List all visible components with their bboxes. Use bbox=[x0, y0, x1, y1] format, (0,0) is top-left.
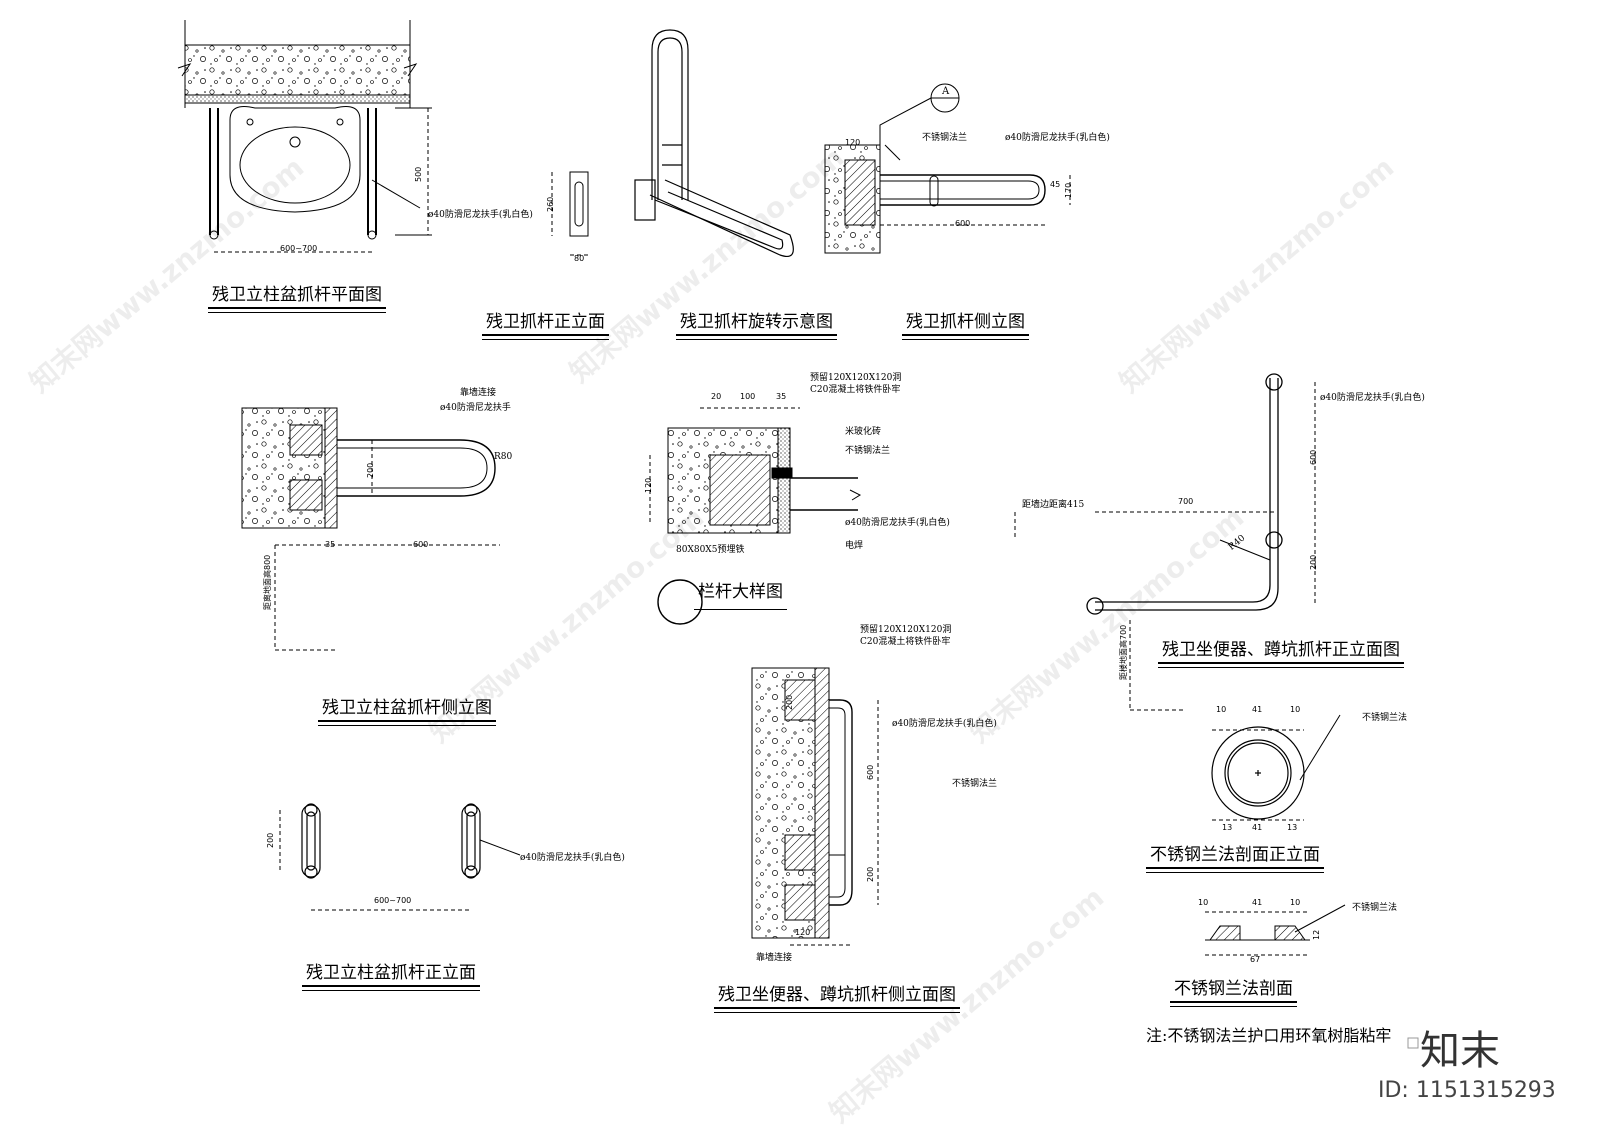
dim-200-toilet-side: 200 bbox=[866, 866, 875, 882]
label-flange-front: 不锈钢兰法 bbox=[1362, 713, 1408, 723]
title-railing-detail: 栏杆大样图 bbox=[694, 577, 787, 610]
dim-120-toilet-side: 120 bbox=[795, 928, 811, 937]
dim-35-basin: 35 bbox=[325, 540, 336, 549]
dim-700-toilet-front: 700 bbox=[1178, 497, 1194, 506]
dim-500: 500 bbox=[414, 166, 423, 182]
dim-120-rail: 120 bbox=[644, 477, 653, 493]
title-basin-front: 残卫立柱盆抓杆正立面 bbox=[302, 958, 480, 991]
title-front-elevation: 残卫抓杆正立面 bbox=[482, 307, 609, 340]
dim-67-section: 67 bbox=[1250, 955, 1261, 964]
title-flange-front: 不锈钢兰法剖面正立面 bbox=[1146, 840, 1324, 873]
label-embed: 80X80X5预埋铁 bbox=[676, 545, 745, 555]
dim-600-700-basin-front: 600~700 bbox=[374, 896, 412, 905]
label-handrail-toilet-front: ø40防滑尼龙扶手(乳白色) bbox=[1320, 393, 1425, 403]
dim-170: 170 bbox=[1064, 182, 1073, 198]
dim-100-rail: 100 bbox=[740, 392, 756, 401]
label-c20-toilet: C20混凝土将铁件卧牢 bbox=[860, 637, 951, 647]
label-handrail-toilet-side: ø40防滑尼龙扶手(乳白色) bbox=[892, 719, 997, 729]
dim-200-basin-front: 200 bbox=[266, 832, 275, 848]
flange-front-drawing bbox=[1211, 714, 1341, 821]
title-toilet-side: 残卫坐便器、蹲坑抓杆侧立面图 bbox=[714, 980, 960, 1013]
dim-600-700-plan: 600~700 bbox=[280, 244, 318, 253]
label-mosaic: 米玻化砖 bbox=[845, 427, 882, 437]
brand-logo bbox=[1407, 1037, 1419, 1049]
toilet-front-drawing bbox=[1014, 373, 1316, 711]
dim-600-side: 600 bbox=[955, 219, 971, 228]
dim-20-rail: 20 bbox=[711, 392, 722, 401]
dim-41-section: 41 bbox=[1252, 898, 1263, 907]
side-elevation-drawing bbox=[824, 83, 1071, 254]
title-toilet-front: 残卫坐便器、蹲坑抓杆正立面图 bbox=[1158, 635, 1404, 668]
dim-80: 80 bbox=[574, 254, 585, 263]
label-flange-section: 不锈钢兰法 bbox=[1352, 903, 1398, 913]
label-c20: C20混凝土将铁件卧牢 bbox=[810, 385, 901, 395]
label-wall-conn-basin: 靠墙连接 bbox=[460, 388, 497, 398]
note-epoxy: 注:不锈钢法兰护口用环氧树脂粘牢 bbox=[1146, 1026, 1392, 1045]
title-rotation: 残卫抓杆旋转示意图 bbox=[676, 307, 837, 340]
image-id: ID: 1151315293 bbox=[1378, 1078, 1556, 1103]
basin-side-drawing bbox=[241, 407, 500, 651]
dim-41-flange-bottom: 41 bbox=[1252, 823, 1263, 832]
title-basin-side: 残卫立柱盆抓杆侧立图 bbox=[318, 693, 496, 726]
title-side-elevation: 残卫抓杆侧立图 bbox=[902, 307, 1029, 340]
dim-600-toilet-front: 600 bbox=[1309, 449, 1318, 465]
dim-200-basin: 200 bbox=[366, 462, 375, 478]
label-handrail-rail: ø40防滑尼龙扶手(乳白色) bbox=[845, 518, 950, 528]
dim-12-section: 12 bbox=[1312, 929, 1321, 940]
flange-section-drawing bbox=[1205, 904, 1346, 956]
dim-45: 45 bbox=[1050, 180, 1061, 189]
label-wall-conn-toilet: 靠墙连接 bbox=[756, 953, 793, 963]
label-flange-toilet-side: 不锈钢法兰 bbox=[952, 779, 998, 789]
basin-plan-drawing bbox=[177, 20, 432, 253]
dim-10-flange-a: 10 bbox=[1216, 705, 1227, 714]
title-plan: 残卫立柱盆抓杆平面图 bbox=[208, 280, 386, 313]
label-r80: R80 bbox=[494, 452, 513, 462]
dim-200-toilet-front: 200 bbox=[1309, 554, 1318, 570]
label-handrail-plan: ø40防滑尼龙扶手(乳白色) bbox=[428, 210, 533, 220]
dim-600-toilet-side: 600 bbox=[866, 764, 875, 780]
railing-detail-drawing bbox=[649, 407, 862, 625]
label-floor-800: 距离地面高800 bbox=[263, 554, 272, 610]
title-flange-section: 不锈钢兰法剖面 bbox=[1170, 974, 1297, 1007]
rotation-drawing bbox=[634, 29, 794, 257]
brand-mark: 知末 bbox=[1420, 1028, 1500, 1074]
dim-13-flange-a: 13 bbox=[1222, 823, 1233, 832]
dim-200-toilet-side-top: 200 bbox=[785, 694, 794, 710]
dim-10-section-a: 10 bbox=[1198, 898, 1209, 907]
dim-260: 260 bbox=[546, 196, 555, 212]
label-handrail-basin: ø40防滑尼龙扶手 bbox=[440, 403, 511, 413]
label-handrail-side: ø40防滑尼龙扶手(乳白色) bbox=[1005, 133, 1110, 143]
dim-600-basin: 600 bbox=[413, 540, 429, 549]
label-handrail-basin-front: ø40防滑尼龙扶手(乳白色) bbox=[520, 853, 625, 863]
label-reserve-hole-toilet: 预留120X120X120洞 bbox=[860, 625, 952, 635]
dim-41-flange-top: 41 bbox=[1252, 705, 1263, 714]
label-reserve-hole: 预留120X120X120洞 bbox=[810, 373, 902, 383]
grab-bar-front-drawing bbox=[551, 171, 589, 256]
label-weld: 电焊 bbox=[845, 541, 864, 551]
basin-front-drawing bbox=[279, 803, 521, 911]
toilet-side-drawing bbox=[751, 667, 879, 946]
callout-a: A bbox=[942, 86, 950, 97]
label-dist-wall: 距墙边距离415 bbox=[1022, 500, 1085, 510]
label-flange-side: 不锈钢法兰 bbox=[922, 133, 968, 143]
dim-10-flange-b: 10 bbox=[1290, 705, 1301, 714]
dim-10-section-b: 10 bbox=[1290, 898, 1301, 907]
label-flange-rail: 不锈钢法兰 bbox=[845, 446, 891, 456]
dim-13-flange-b: 13 bbox=[1287, 823, 1298, 832]
dim-35-rail: 35 bbox=[776, 392, 787, 401]
dim-120-side: 120 bbox=[845, 138, 861, 147]
